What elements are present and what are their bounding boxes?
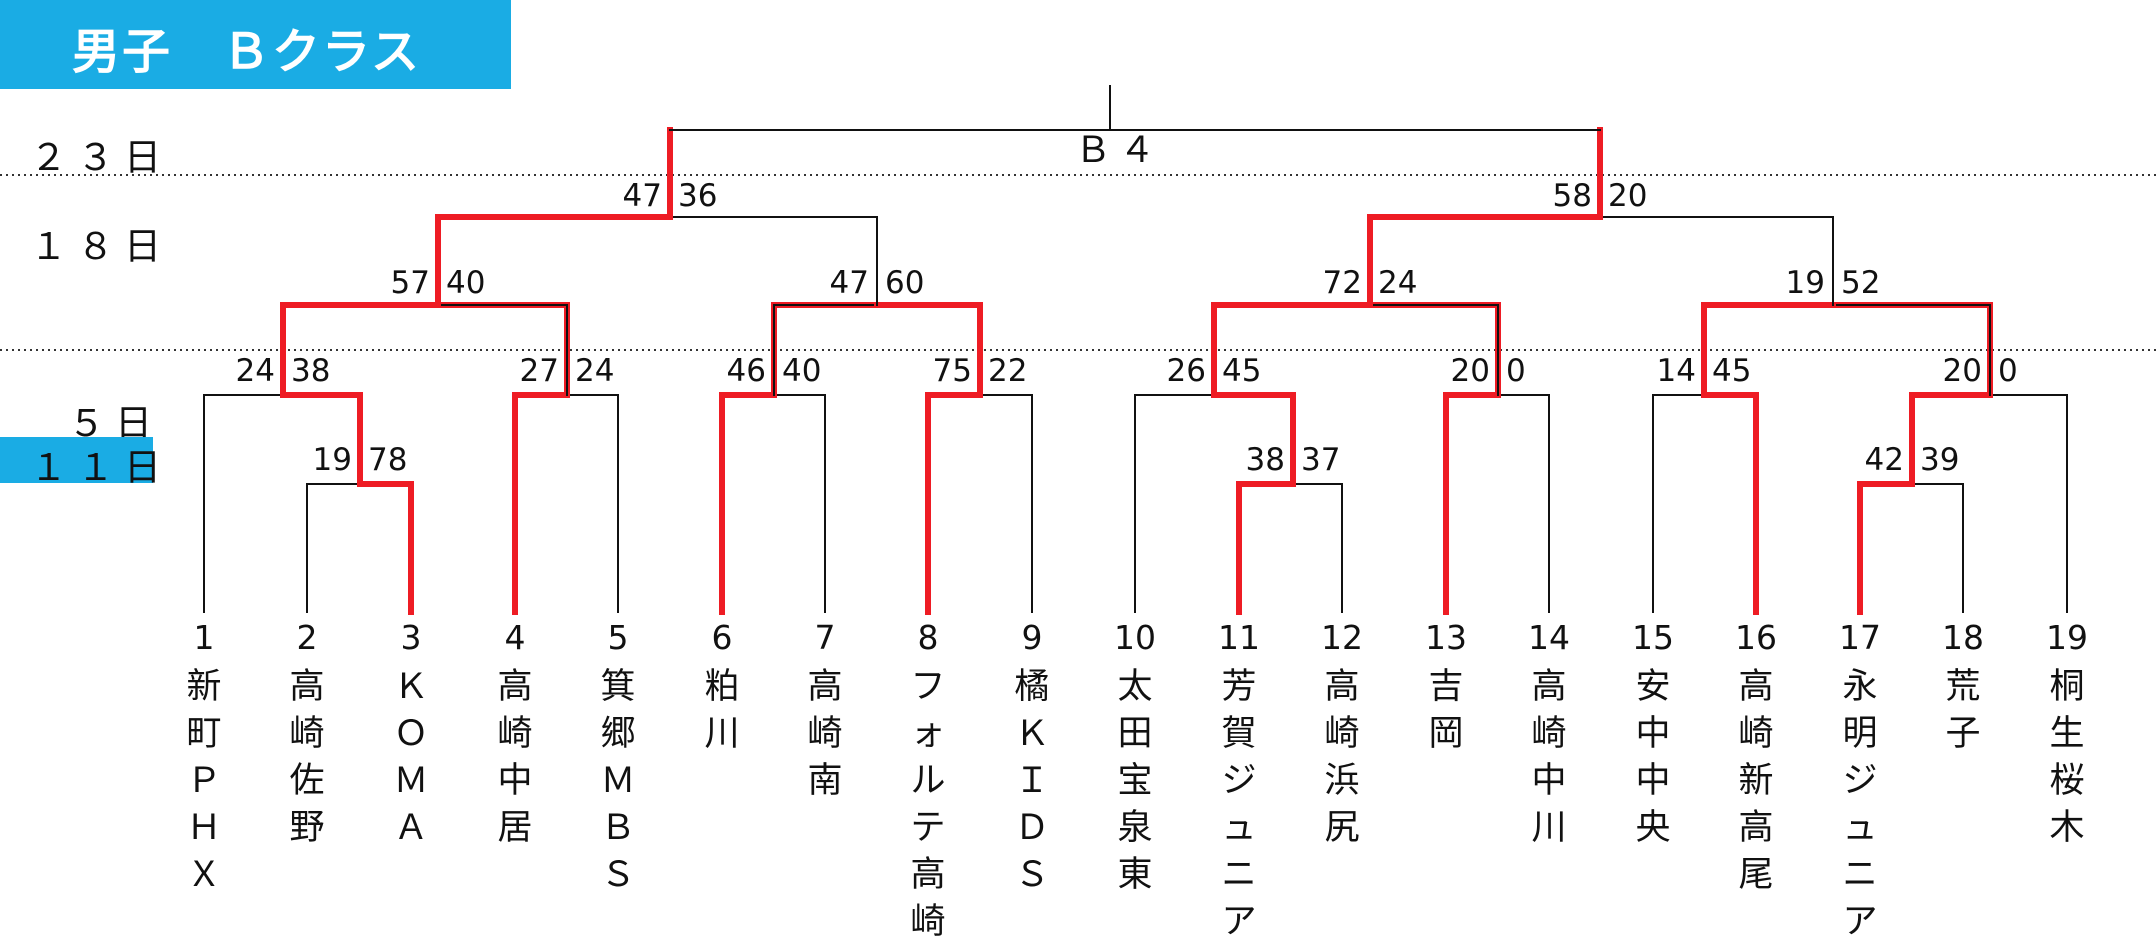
score-right: 40	[446, 265, 485, 301]
team-name: 太 田 宝 泉 東	[1117, 667, 1153, 895]
score-right: 45	[1712, 353, 1751, 389]
team-number: 5	[607, 618, 629, 657]
team-name: 高 崎 南	[807, 667, 843, 801]
score-left: 46	[727, 353, 766, 389]
team-name: 永 明 ジ ュ ニ ア	[1842, 667, 1878, 942]
score-right: 36	[678, 178, 717, 214]
team-name: 高 崎 中 居	[497, 667, 533, 848]
score-right: 45	[1222, 353, 1261, 389]
team-name: 荒 子	[1945, 667, 1981, 754]
team-name: 箕 郷 Ｍ Ｂ Ｓ	[600, 667, 636, 895]
team-number: 7	[814, 618, 836, 657]
score-left: 38	[1246, 442, 1285, 478]
team-number: 9	[1021, 618, 1043, 657]
day-label-11-highlight	[0, 437, 153, 483]
team-number: 11	[1218, 618, 1260, 657]
team-number: 3	[400, 618, 422, 657]
team-name: Ｋ Ｏ Ｍ Ａ	[393, 667, 429, 848]
score-left: 42	[1865, 442, 1904, 478]
team-number: 17	[1839, 618, 1881, 657]
score-right: 0	[1506, 353, 1526, 389]
page-title: 男子 Ｂクラス	[72, 24, 422, 80]
score-right: 78	[368, 442, 407, 478]
team-name: 桐 生 桜 木	[2049, 667, 2085, 848]
team-name: 粕 川	[704, 667, 740, 754]
score-left: 19	[313, 442, 352, 478]
score-left: 24	[236, 353, 275, 389]
team-number: 16	[1735, 618, 1777, 657]
team-number: 8	[917, 618, 939, 657]
score-right: 60	[885, 265, 924, 301]
team-number: 10	[1114, 618, 1156, 657]
team-name: 新 町 Ｐ Ｈ Ｘ	[186, 667, 222, 895]
team-name: 芳 賀 ジ ュ ニ ア	[1221, 667, 1257, 942]
score-left: 26	[1167, 353, 1206, 389]
team-name: 高 崎 浜 尻	[1324, 667, 1360, 848]
score-left: 72	[1323, 265, 1362, 301]
score-right: 24	[1378, 265, 1417, 301]
score-left: 19	[1786, 265, 1825, 301]
score-right: 37	[1301, 442, 1340, 478]
score-left: 14	[1657, 353, 1696, 389]
team-number: 18	[1942, 618, 1984, 657]
score-left: 20	[1943, 353, 1982, 389]
score-right: 40	[782, 353, 821, 389]
score-right: 20	[1608, 178, 1647, 214]
team-number: 4	[504, 618, 526, 657]
team-name: 高 崎 佐 野	[289, 667, 325, 848]
score-left: 58	[1553, 178, 1592, 214]
team-number: 6	[711, 618, 733, 657]
team-name: 高 崎 新 高 尾	[1738, 667, 1774, 895]
team-name: 吉 岡	[1428, 667, 1464, 754]
final-round-label: Ｂ４	[1075, 130, 1163, 171]
day-label-18: １８日	[30, 225, 171, 268]
team-number: 12	[1321, 618, 1363, 657]
title-banner: 男子 Ｂクラス	[0, 0, 511, 89]
score-left: 47	[623, 178, 662, 214]
day-label-23: ２３日	[30, 136, 171, 179]
score-left: 27	[520, 353, 559, 389]
score-left: 57	[391, 265, 430, 301]
score-right: 38	[291, 353, 330, 389]
team-name: 高 崎 中 川	[1531, 667, 1567, 848]
team-number: 13	[1425, 618, 1467, 657]
team-name: 橘 Ｋ Ｉ Ｄ Ｓ	[1014, 667, 1050, 895]
score-right: 52	[1841, 265, 1880, 301]
score-right: 0	[1998, 353, 2018, 389]
team-number: 1	[193, 618, 215, 657]
score-left: 47	[830, 265, 869, 301]
score-left: 20	[1451, 353, 1490, 389]
score-right: 24	[575, 353, 614, 389]
score-left: 75	[933, 353, 972, 389]
day-label-11: １１日	[30, 446, 171, 489]
score-right: 22	[988, 353, 1027, 389]
team-name: フ ォ ル テ 高 崎	[910, 667, 946, 942]
team-number: 14	[1528, 618, 1570, 657]
team-name: 安 中 中 央	[1635, 667, 1671, 848]
team-number: 2	[296, 618, 318, 657]
team-number: 15	[1632, 618, 1674, 657]
team-number: 19	[2046, 618, 2088, 657]
score-right: 39	[1920, 442, 1959, 478]
